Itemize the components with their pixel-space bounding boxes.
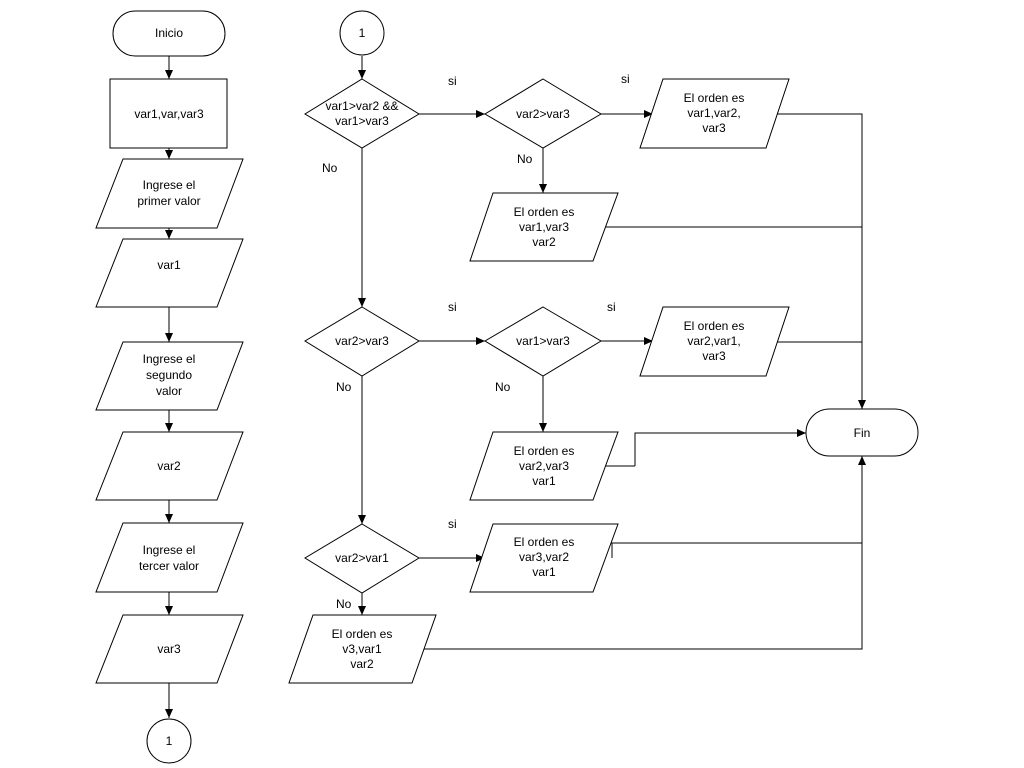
decision-label: var1>var3 [516,334,570,348]
edge-o6-fin [421,456,866,650]
decision-1: var1>var2 && var1>var3 [304,78,420,149]
output-label-line: var3,var2 [519,550,569,564]
terminal-label: Inicio [155,26,183,40]
io-label-line: Ingrese el [143,543,196,557]
output-label-line: var3 [702,121,726,135]
decision-3: var2>var1 [304,523,420,594]
output-label-line: var1 [532,565,556,579]
io-label: var1 [157,258,181,272]
edge-label-si: si [448,74,457,88]
io-label-line: Ingrese el [143,178,196,192]
process-label: var1,var,var3 [134,107,204,121]
output-label-line: El orden es [684,91,745,105]
output-order-1: El orden es var1,var2, var3 [639,78,790,149]
output-label-line: var2,var1, [687,334,740,348]
process-declare: var1,var,var3 [109,78,228,149]
io-prompt-third: Ingrese el tercer valor [95,522,244,593]
output-label-line: var1,var2, [687,106,740,120]
decision-1b: var2>var3 [484,78,602,149]
edge-label-si: si [448,300,457,314]
terminal-label: Fin [854,426,871,440]
output-label-line: var2,var3 [519,459,569,473]
io-input-var2: var2 [95,431,244,501]
io-label: var2 [157,459,181,473]
edge-o5-fin [611,542,862,558]
decision-label: var2>var3 [335,334,389,348]
output-order-5: El orden es var3,var2 var1 [469,523,619,593]
output-label-line: El orden es [514,444,575,458]
output-label-line: var1,var3 [519,220,569,234]
io-label-line: primer valor [137,194,200,208]
io-prompt-first: Ingrese el primer valor [95,158,244,229]
terminal-inicio: Inicio [112,10,226,57]
decision-label-line: var1>var3 [335,114,389,128]
io-label-line: segundo [146,368,192,382]
decision-label-line: var1>var2 && [325,99,398,113]
edge-label-no: No [322,161,338,175]
decision-label: var2>var3 [516,107,570,121]
output-order-2: El orden es var1,var3 var2 [469,192,619,262]
io-prompt-second: Ingrese el segundo valor [95,341,244,411]
output-order-6: El orden es v3,var1 var2 [288,614,437,684]
edge-o4-fin [634,429,806,466]
output-label-line: El orden es [332,627,393,641]
edge-label-si: si [607,300,616,314]
output-label-line: El orden es [514,535,575,549]
edge-label-no: No [336,380,352,394]
edge-label-no: No [336,597,352,611]
output-label-line: El orden es [684,319,745,333]
output-label-line: El orden es [514,205,575,219]
connector-bottom: 1 [146,718,192,764]
io-label-line: Ingrese el [143,352,196,366]
output-label-line: v3,var1 [342,642,382,656]
edge-label-si: si [621,72,630,86]
output-order-4: El orden es var2,var3 var1 [469,431,619,501]
edge-labels: si si No No si si No No si No [322,72,630,611]
output-label-line: var2 [532,235,556,249]
edge-label-si: si [448,517,457,531]
output-order-3: El orden es var2,var1, var3 [639,306,790,377]
io-label-line: tercer valor [139,559,199,573]
edge-label-no: No [495,380,511,394]
edge-o1-fin [775,113,866,409]
io-label: var3 [157,642,181,656]
decision-2: var2>var3 [304,306,420,377]
output-label-line: var2 [350,657,374,671]
terminal-fin: Fin [805,408,919,457]
output-label-line: var3 [702,349,726,363]
connector-label: 1 [166,734,173,748]
connector-top: 1 [339,10,385,56]
edges [165,56,866,718]
edge-label-no: No [517,152,533,166]
decision-label: var2>var1 [335,551,389,565]
io-input-var3: var3 [95,614,244,684]
io-label-line: valor [156,384,182,398]
connector-label: 1 [359,26,366,40]
output-label-line: var1 [532,474,556,488]
io-input-var1: var1 [95,238,244,308]
decision-2b: var1>var3 [484,306,602,377]
